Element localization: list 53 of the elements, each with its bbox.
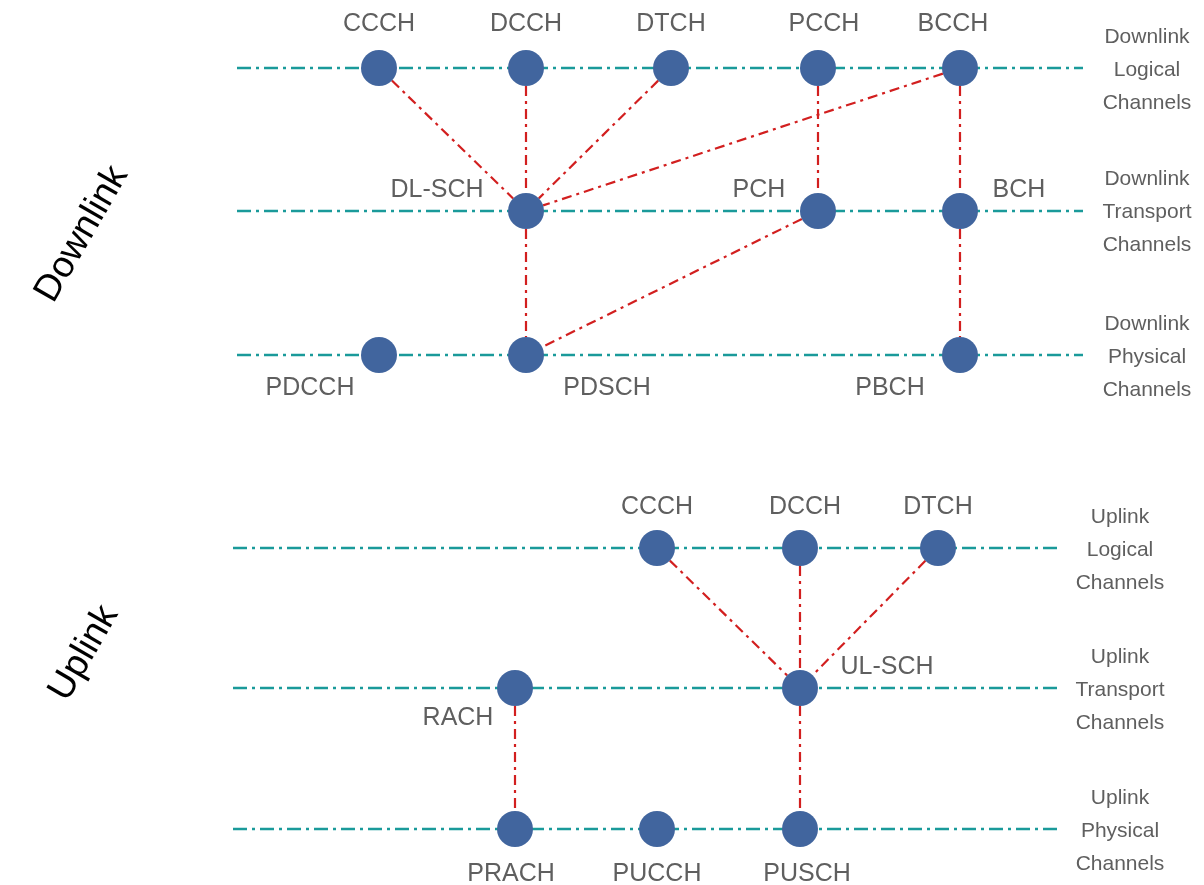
channel-name: PDCCH	[265, 373, 355, 399]
connector-line	[524, 229, 528, 337]
channel-name: PBCH	[855, 373, 925, 399]
layer-label: Uplink Transport Channels	[1075, 642, 1165, 735]
channel-node	[497, 670, 533, 706]
channel-name: CCCH	[342, 9, 416, 35]
channel-name: UL-SCH	[840, 652, 934, 678]
connector-line	[798, 566, 802, 670]
channel-node	[942, 193, 978, 229]
channel-node	[508, 193, 544, 229]
channel-node	[653, 50, 689, 86]
channel-node	[639, 530, 675, 566]
connector-line	[513, 706, 517, 811]
channel-node	[920, 530, 956, 566]
channel-name: DTCH	[903, 492, 973, 518]
channel-name: DTCH	[636, 9, 706, 35]
channel-node	[942, 337, 978, 373]
channel-name: BCH	[992, 175, 1046, 201]
channel-node	[361, 337, 397, 373]
channel-node	[800, 50, 836, 86]
layer-label: Downlink Logical Channels	[1102, 22, 1192, 115]
layer-label: Downlink Transport Channels	[1102, 164, 1192, 257]
channel-node	[361, 50, 397, 86]
channel-name: PRACH	[467, 859, 555, 885]
connector-line	[538, 79, 659, 200]
layer-label: Downlink Physical Channels	[1102, 309, 1192, 402]
channel-name: DCCH	[768, 492, 842, 518]
channel-name: PDSCH	[563, 373, 651, 399]
channel-name: BCCH	[917, 9, 989, 35]
channel-name: CCCH	[620, 492, 694, 518]
channel-name: PUSCH	[763, 859, 851, 885]
channel-name: PCCH	[788, 9, 860, 35]
connector-line	[391, 79, 514, 200]
channel-name: RACH	[422, 703, 494, 729]
channel-node	[508, 337, 544, 373]
layer-label: Uplink Logical Channels	[1075, 502, 1165, 595]
channel-node	[497, 811, 533, 847]
channel-node	[782, 670, 818, 706]
channel-node	[782, 811, 818, 847]
channel-node	[942, 50, 978, 86]
connector-line	[542, 72, 944, 207]
connector-line	[798, 706, 802, 811]
layer-label: Uplink Physical Channels	[1075, 783, 1165, 876]
channel-name: PCH	[732, 175, 786, 201]
channel-node	[508, 50, 544, 86]
channel-name: PUCCH	[612, 859, 702, 885]
channel-node	[639, 811, 675, 847]
connector-line	[669, 559, 788, 677]
channel-node	[800, 193, 836, 229]
channel-name: DL-SCH	[390, 175, 484, 201]
channel-node	[782, 530, 818, 566]
connector-line	[958, 229, 962, 337]
channel-name: DCCH	[489, 9, 563, 35]
